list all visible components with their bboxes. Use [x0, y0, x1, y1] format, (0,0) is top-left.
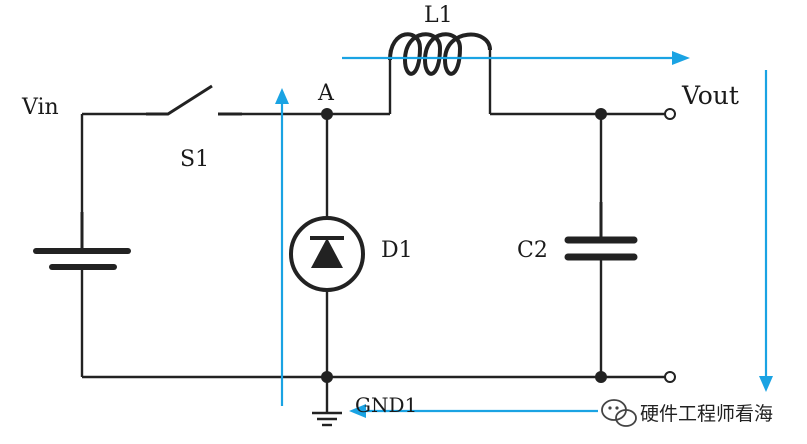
node-ground-diode-dot [321, 371, 333, 383]
watermark-text: 硬件工程师看海 [640, 403, 773, 425]
switch-lever [146, 84, 213, 116]
capacitor-c2 [564, 202, 638, 261]
flow-up-arrowhead [275, 88, 289, 104]
inductor-coil [388, 32, 492, 76]
wechat-icon [601, 399, 637, 427]
node-vout-cap-dot [595, 108, 607, 120]
node-ground-cap-dot [595, 371, 607, 383]
label-s1: S1 [180, 147, 209, 172]
current-flow-arrows [275, 51, 773, 418]
flow-left-arrowhead [349, 404, 366, 418]
battery-vin [33, 212, 131, 270]
ground-symbol [312, 411, 342, 427]
label-node-a: A [317, 81, 335, 106]
label-gnd1: GND1 [355, 393, 417, 417]
switch-s1 [146, 84, 242, 116]
label-l1: L1 [424, 3, 453, 28]
label-d1: D1 [381, 238, 413, 263]
diode-triangle [311, 238, 343, 268]
flow-down-arrowhead [759, 376, 773, 392]
label-vout: Vout [681, 81, 739, 110]
watermark: 硬件工程师看海 [601, 399, 773, 427]
ground-terminal [664, 371, 676, 383]
vout-terminal [664, 108, 676, 120]
label-c2: C2 [517, 238, 548, 263]
inductor-l1 [388, 32, 492, 76]
flow-right-arrowhead [672, 51, 690, 65]
label-vin: Vin [21, 95, 59, 120]
wires [80, 50, 665, 413]
diode-d1 [289, 216, 365, 292]
node-a-dot [321, 108, 333, 120]
diode-ring [289, 216, 365, 292]
